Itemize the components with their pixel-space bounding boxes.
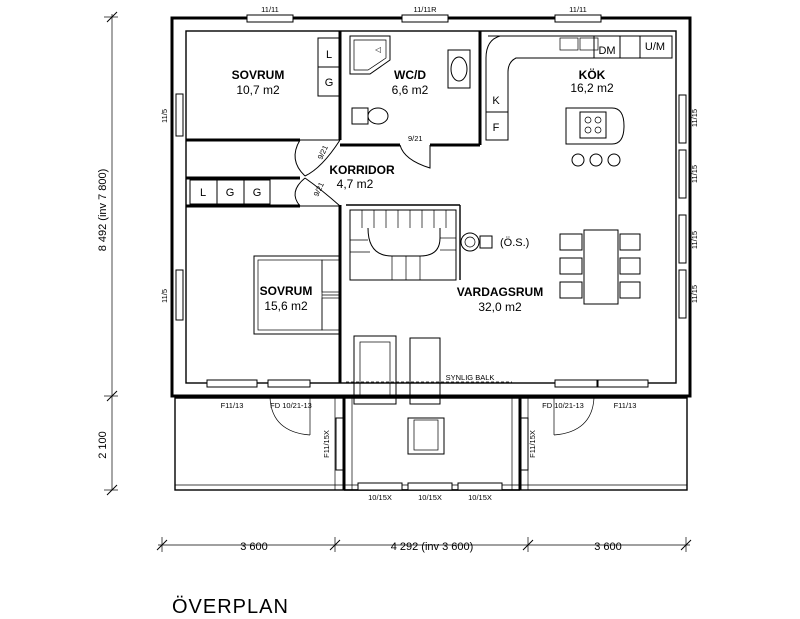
fixture-um: U/M	[645, 41, 665, 53]
room-sovrum1-area: 10,7 m2	[236, 83, 280, 97]
dim-bottom-mid: 4 292 (inv 3 600)	[391, 541, 474, 553]
fixture-f: F	[493, 122, 500, 134]
room-vardagsrum-name: VARDAGSRUM	[457, 285, 543, 299]
fixture-l-1: L	[326, 49, 332, 61]
label-bottom-3: 10/15X	[468, 493, 492, 502]
room-sovrum2-name: SOVRUM	[260, 284, 313, 298]
door-label-3: 9/21	[408, 134, 423, 143]
label-f11-15x-left: F11/15X	[322, 430, 331, 458]
window-label-right-1: 11/15	[690, 109, 699, 127]
stove-label: (Ö.S.)	[500, 237, 529, 249]
kitchen-counter	[485, 35, 673, 141]
label-fd-left: FD 10/21-13	[270, 401, 312, 410]
label-f11-15x-right: F11/15X	[528, 430, 537, 458]
dim-left-balcony: 2 100	[97, 431, 109, 459]
window-label-left-lower: 11/5	[160, 289, 169, 303]
bed	[253, 255, 341, 335]
shower-icon: ◁	[375, 45, 382, 54]
balcony	[174, 396, 688, 491]
wardrobe-sovrum1	[317, 37, 341, 97]
plan-title: ÖVERPLAN	[172, 596, 289, 618]
fixture-l-2: L	[200, 187, 206, 199]
label-f11-13-left: F11/13	[221, 401, 244, 410]
stove-icon	[460, 232, 493, 252]
window-label-left-upper: 11/5	[160, 109, 169, 123]
living-furniture	[353, 335, 445, 455]
windows-right	[678, 94, 687, 319]
room-korridor-area: 4,7 m2	[337, 177, 374, 191]
door-label-2: 9/21	[312, 181, 326, 198]
fixture-g-3: G	[253, 187, 262, 199]
fixture-g-1: G	[325, 77, 334, 89]
label-f11-13-right: F11/13	[614, 401, 637, 410]
room-wc-area: 6,6 m2	[392, 83, 429, 97]
wc-fixtures	[349, 35, 471, 125]
kitchen-island	[565, 107, 625, 167]
corridor-doors	[294, 139, 431, 207]
fixture-g-2: G	[226, 187, 235, 199]
dimension-bottom	[156, 537, 692, 552]
room-vardagsrum-area: 32,0 m2	[478, 300, 522, 314]
window-label-top-right: 11/11	[569, 5, 587, 14]
label-bottom-1: 10/15X	[368, 493, 392, 502]
dining-set	[559, 229, 641, 305]
staircase	[349, 209, 457, 281]
dim-bottom-left: 3 600	[240, 541, 268, 553]
room-sovrum1-name: SOVRUM	[232, 68, 285, 82]
dimension-left	[104, 11, 118, 496]
door-label-1: 9/21	[316, 144, 330, 161]
room-sovrum2-area: 15,6 m2	[264, 299, 308, 313]
fixture-dm: DM	[598, 45, 615, 57]
windows-left	[175, 93, 184, 321]
room-kok-name: KÖK	[579, 67, 606, 82]
windows-top	[246, 14, 602, 23]
room-wc-name: WC/D	[394, 68, 426, 82]
window-label-top-mid: 11/11R	[413, 5, 437, 14]
balcony-openings	[206, 379, 649, 491]
dim-left-total: 8 492 (inv 7 800)	[97, 169, 109, 252]
window-label-right-3: 11/15	[690, 231, 699, 249]
room-kok-area: 16,2 m2	[570, 81, 614, 95]
window-label-top-left: 11/11	[261, 5, 279, 14]
wardrobe-corridor	[189, 179, 271, 205]
dim-bottom-right: 3 600	[594, 541, 622, 553]
label-fd-right: FD 10/21-13	[542, 401, 584, 410]
beam-label: SYNLIG BALK	[446, 373, 495, 382]
label-bottom-2: 10/15X	[418, 493, 442, 502]
fixture-k: K	[492, 95, 500, 107]
window-label-right-4: 11/15	[690, 285, 699, 303]
room-korridor-name: KORRIDOR	[329, 163, 395, 177]
window-label-right-2: 11/15	[690, 165, 699, 183]
